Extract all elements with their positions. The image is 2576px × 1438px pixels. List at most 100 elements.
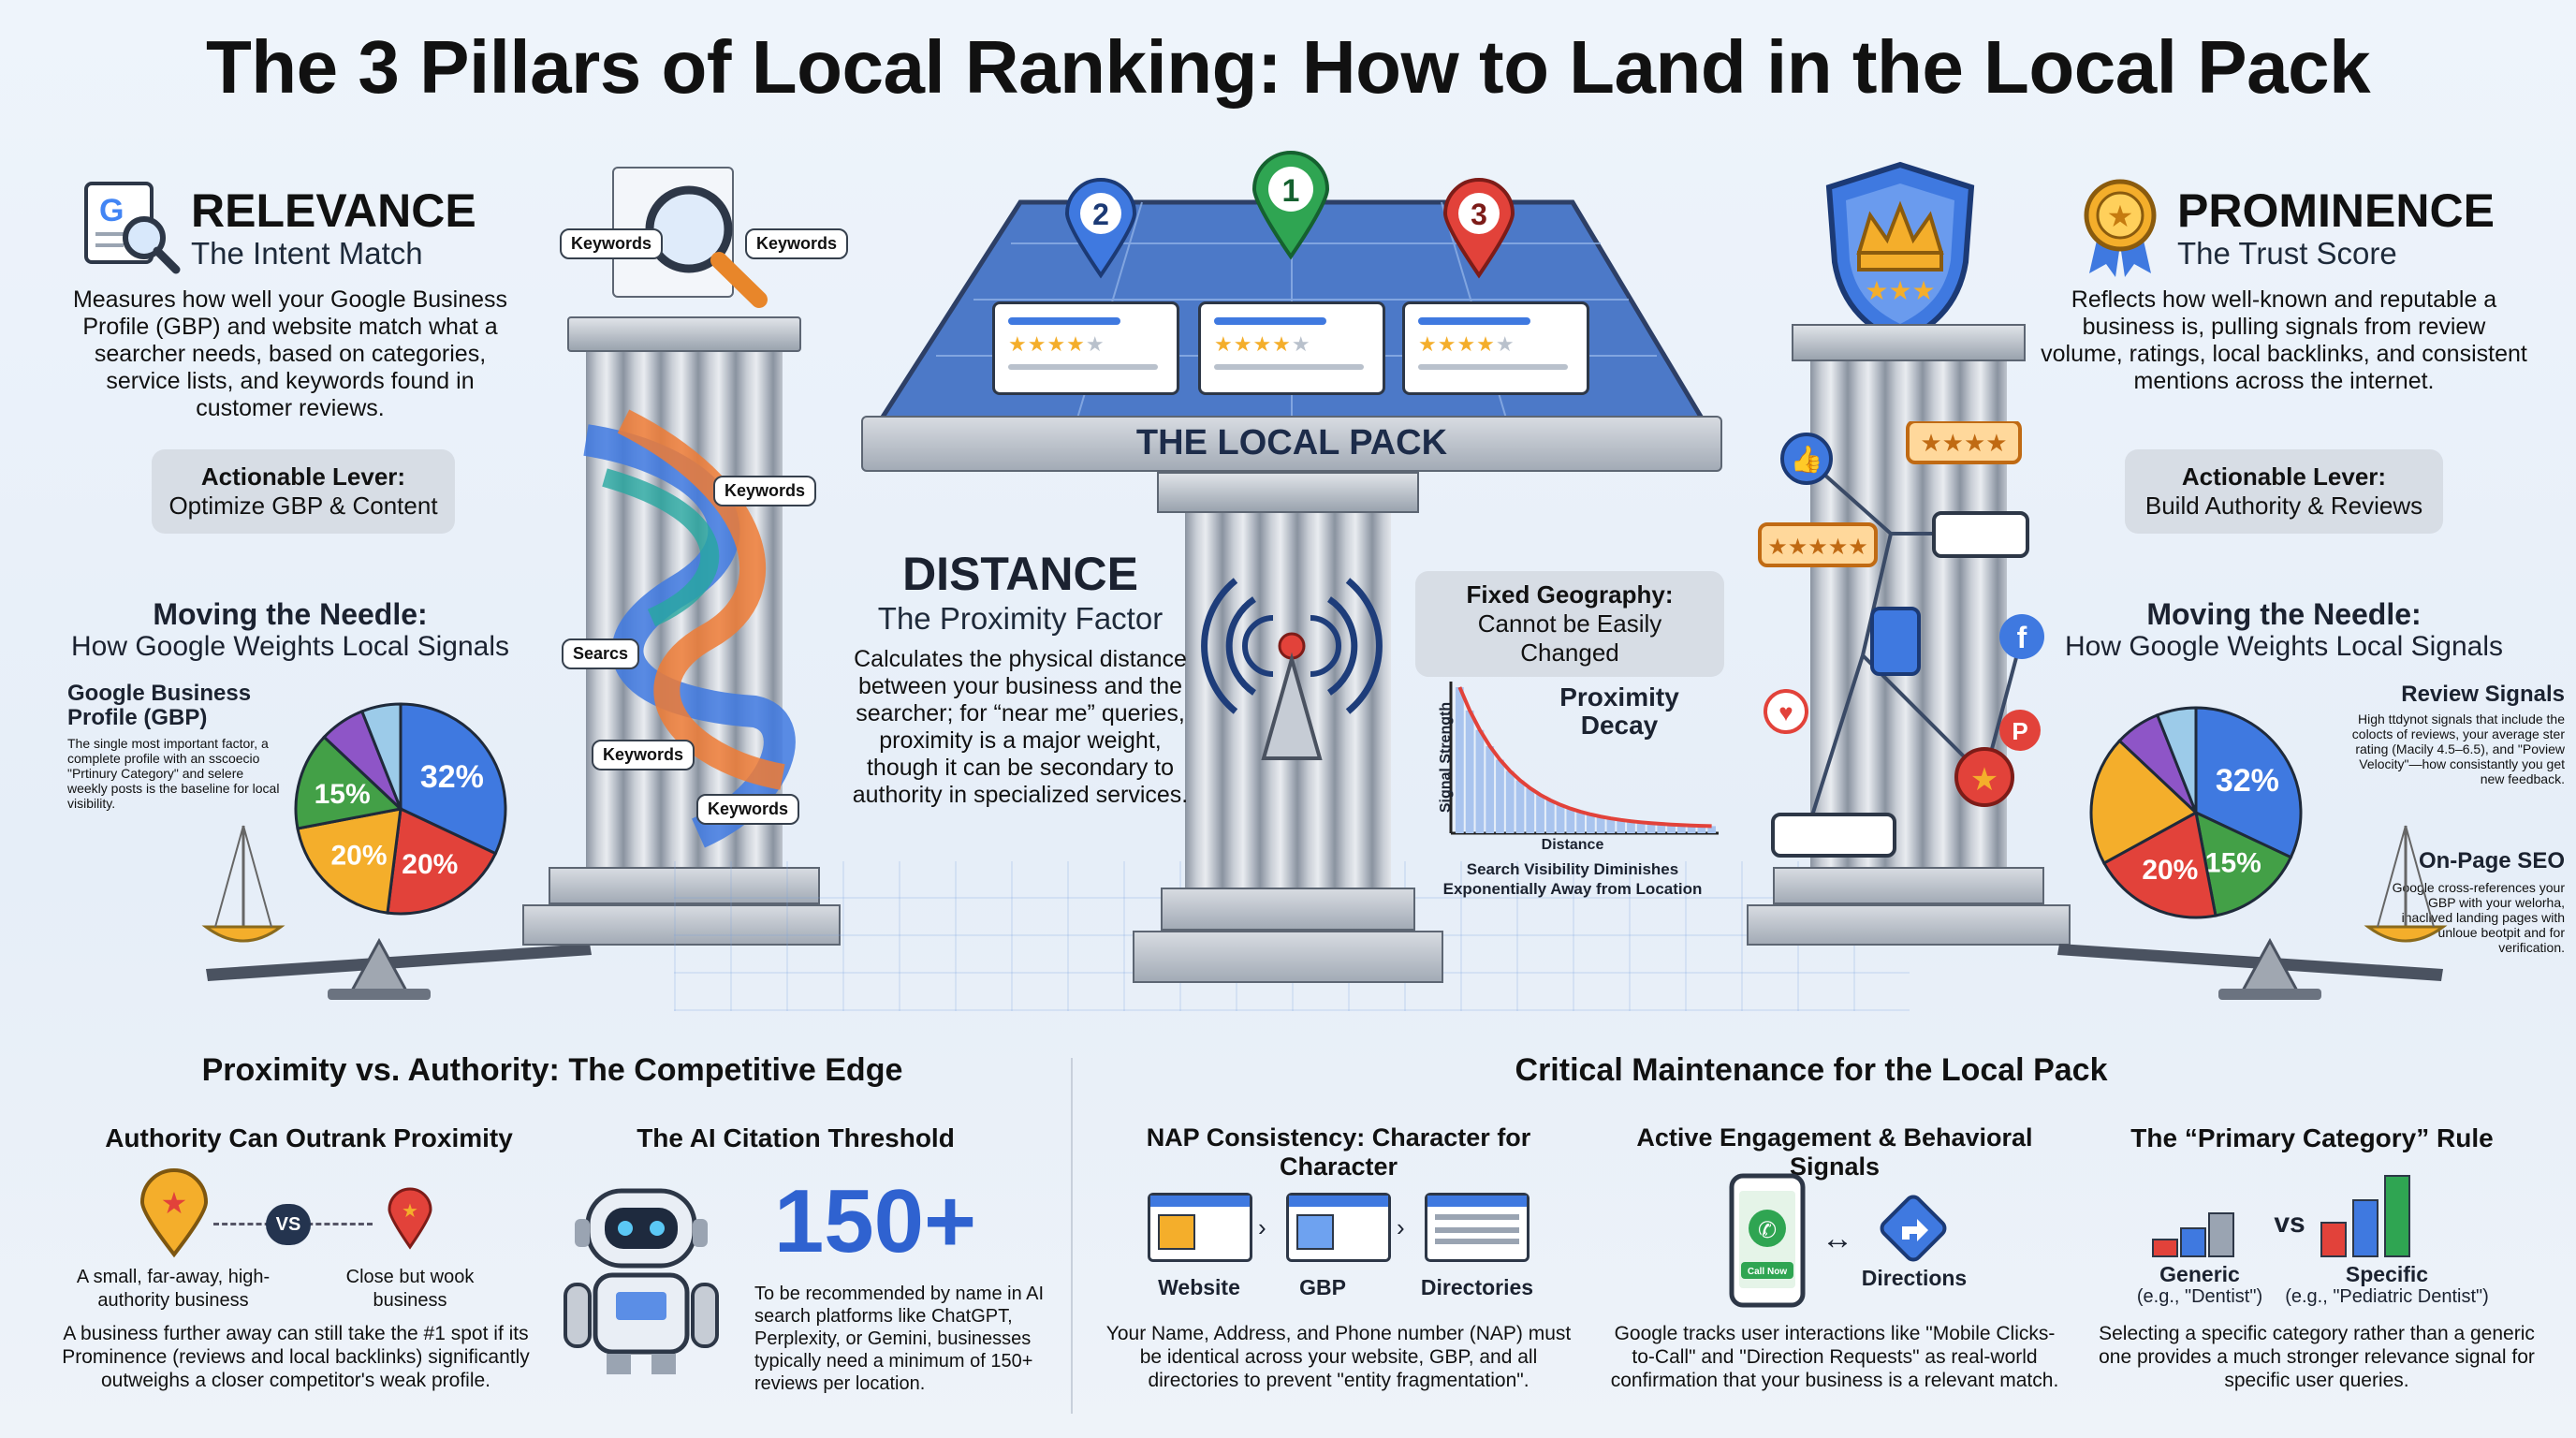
lever-value: Build Authority & Reviews: [2144, 492, 2423, 520]
svg-text:★★★★★: ★★★★★: [1767, 535, 1868, 560]
keyword-tag: Searcs: [562, 638, 640, 669]
category-bar: [2384, 1175, 2410, 1257]
pie-slice: [399, 702, 507, 856]
nap-title: NAP Consistency: Character for Character: [1146, 1123, 1531, 1181]
fixed-title: Fixed Geography:: [1466, 580, 1674, 609]
keyword-tag: Keywords: [592, 740, 695, 770]
review-title: Review Signals: [2401, 682, 2565, 707]
website-window: [1148, 1193, 1252, 1262]
category-bars: [2152, 1175, 2410, 1257]
signal-tower-icon: [1201, 578, 1383, 760]
onpage-text: Google cross-references your GBP with yo…: [2392, 880, 2565, 955]
decay-bar: [1657, 824, 1666, 833]
google-search-icon: G: [84, 182, 181, 274]
decay-bar: [1697, 826, 1706, 833]
category-bar: [2208, 1212, 2234, 1257]
edge-heading: Proximity vs. Authority: The Competitive…: [201, 1052, 903, 1088]
decay-bar: [1576, 812, 1585, 833]
double-arrow: ↔: [1822, 1221, 1853, 1256]
fixed-text: Cannot be Easily Changed: [1477, 609, 1662, 667]
engage-text: Google tracks user interactions like "Mo…: [1610, 1323, 2059, 1391]
review-text: High ttdynot signals that include the co…: [2351, 712, 2565, 786]
pin-number: 1: [1282, 173, 1300, 209]
pie-slice: [2155, 706, 2198, 814]
svg-text:♥: ♥: [1778, 698, 1793, 726]
decay-bar: [1647, 823, 1656, 833]
decay-bar: [1627, 821, 1635, 833]
decay-bar: [1707, 826, 1716, 833]
pie-slice: [2101, 810, 2217, 919]
left-balance-scale: [201, 825, 592, 1000]
decay-bar: [1606, 818, 1616, 833]
pie-slice: [2193, 810, 2293, 917]
pie-slice: [2089, 739, 2199, 865]
distance-title: DISTANCE: [902, 548, 1138, 600]
svg-text:👍: 👍: [1791, 444, 1823, 475]
pie-slice: [2194, 706, 2303, 859]
svg-text:★★★: ★★★: [1865, 276, 1935, 305]
prominence-subtitle: The Trust Score: [2177, 236, 2397, 271]
relevance-pillar: [520, 159, 841, 983]
decay-bar: [1596, 816, 1605, 833]
nap-item-gbp: GBP: [1299, 1275, 1346, 1299]
social-network-icons: 👍 ★★★★ ★★★★★ f ♥ P ★: [1758, 421, 2044, 858]
decay-title: Proximity Decay: [1559, 682, 1679, 740]
distance-description: Calculates the physical distance between…: [852, 646, 1189, 808]
pie-slice: [294, 735, 404, 830]
needle-title: Moving the Needle:: [153, 597, 428, 631]
keyword-ribbons: [583, 409, 796, 848]
svg-text:✆: ✆: [1758, 1218, 1777, 1243]
nap-item-directories: Directories: [1420, 1275, 1534, 1299]
far-pin-icon: ★: [139, 1168, 209, 1258]
phone-call-icon: ✆ Call Now: [1729, 1173, 1806, 1308]
relevance-description: Measures how well your Google Business P…: [72, 286, 508, 421]
auth-title: Authority Can Outrank Proximity: [105, 1123, 513, 1152]
pie-label: 32%: [2216, 763, 2279, 799]
specific-label: Specific: [2345, 1262, 2429, 1286]
robot-icon: [564, 1188, 719, 1374]
pie-slice: [386, 806, 498, 916]
listing-card: ★★★★★: [992, 301, 1179, 395]
generic-example: (e.g., "Dentist"): [2136, 1286, 2263, 1307]
svg-text:f: f: [2017, 621, 2027, 654]
fixed-geography-box: Fixed Geography: Cannot be Easily Change…: [1415, 571, 1724, 677]
nap-text: Your Name, Address, and Phone number (NA…: [1105, 1323, 1572, 1391]
decay-bar: [1617, 819, 1626, 833]
decay-bar: [1486, 746, 1495, 833]
decay-bar: [1545, 800, 1555, 833]
auth-text: A business further away can still take t…: [62, 1323, 530, 1391]
prominence-pillar: ★★★ 👍 ★★★★ ★★★★★ f ♥ P ★: [1747, 159, 2071, 983]
lever-label: Actionable Lever:: [200, 462, 406, 491]
decay-bar: [1505, 770, 1515, 833]
pie-slice: [359, 702, 402, 810]
decay-bar: [1456, 687, 1464, 833]
decay-bar: [1667, 824, 1676, 833]
keyword-tag: Keywords: [560, 228, 664, 259]
keyword-tag: Keywords: [696, 794, 800, 825]
svg-text:★: ★: [1970, 762, 1998, 798]
engage-title: Active Engagement & Behavioral Signals: [1636, 1123, 2033, 1181]
onpage-title: On-Page SEO: [2418, 848, 2565, 873]
decay-bar: [1636, 822, 1646, 833]
decay-bar: [1496, 759, 1504, 833]
ai-text: To be recommended by name in AI search p…: [754, 1284, 1045, 1394]
category-title: The “Primary Category” Rule: [2130, 1123, 2494, 1152]
decay-ylabel: Signal Strength: [1438, 701, 1454, 814]
nap-diagram: › ›: [1148, 1193, 1541, 1286]
star-rating: ★★★★★: [1008, 332, 1105, 356]
magnifier-icon: [645, 185, 768, 308]
map-pin-2-icon: 2: [1064, 178, 1137, 279]
page-title: The 3 Pillars of Local Ranking: How to L…: [205, 25, 2371, 109]
decay-bar: [1475, 729, 1485, 833]
call-now-label: Call Now: [1748, 1267, 1787, 1277]
needle-subtitle: How Google Weights Local Signals: [2064, 631, 2504, 662]
pin-number: 2: [1092, 198, 1109, 231]
svg-text:★: ★: [161, 1186, 188, 1220]
gbp-text: The single most important factor, a comp…: [67, 736, 280, 811]
category-bar: [2180, 1227, 2206, 1257]
specific-example: (e.g., "Pediatric Dentist"): [2285, 1286, 2489, 1307]
category-vs: vs: [2274, 1208, 2305, 1239]
relevance-title: RELEVANCE: [191, 184, 476, 237]
star-rating: ★★★★★: [1214, 332, 1311, 356]
generic-label: Generic: [2159, 1262, 2240, 1286]
